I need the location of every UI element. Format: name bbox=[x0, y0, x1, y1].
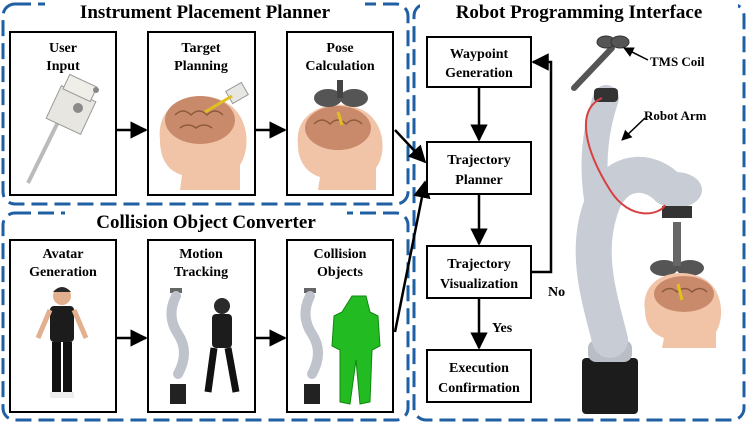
planner-label-1: Trajectory bbox=[447, 153, 510, 168]
user-input-label-1: User bbox=[49, 41, 77, 56]
avatar-generation-label-1: Avatar bbox=[43, 247, 84, 262]
collision-objects-label-1: Collision bbox=[314, 247, 367, 262]
head-coil-illustration bbox=[297, 80, 383, 190]
collision-mesh-illustration bbox=[300, 288, 381, 405]
planner-title: Instrument Placement Planner bbox=[80, 2, 331, 23]
user-input-box bbox=[9, 31, 117, 196]
execution-confirmation-box bbox=[426, 349, 532, 403]
waypoint-label-1: Waypoint bbox=[450, 47, 509, 62]
arrow-no-loop bbox=[531, 53, 553, 274]
user-input-label-2: Input bbox=[46, 59, 80, 74]
coil-pointer bbox=[623, 47, 649, 61]
instrument-illustration bbox=[26, 73, 99, 184]
pose-calculation-label-2: Calculation bbox=[305, 59, 374, 74]
robot-arm-illustration bbox=[571, 35, 722, 414]
arm-pointer bbox=[621, 117, 646, 141]
arrow-collision-to-planner bbox=[393, 180, 431, 333]
visualization-label-2: Visualization bbox=[440, 277, 518, 292]
head-target-illustration bbox=[159, 81, 249, 190]
execution-label-1: Execution bbox=[449, 361, 509, 376]
avatar-generation-label-2: Generation bbox=[29, 265, 97, 280]
execution-label-2: Confirmation bbox=[438, 381, 520, 396]
waypoint-generation-box bbox=[426, 36, 532, 88]
no-label: No bbox=[548, 285, 565, 300]
planner-label-2: Planner bbox=[455, 173, 502, 188]
avatar-illustration bbox=[35, 287, 89, 398]
waypoint-label-2: Generation bbox=[445, 66, 513, 81]
visualization-label-1: Trajectory bbox=[447, 257, 510, 272]
trajectory-planner-box bbox=[426, 141, 532, 195]
target-planning-label-1: Target bbox=[181, 41, 220, 56]
arm-person-illustration bbox=[166, 288, 240, 404]
arm-label: Robot Arm bbox=[644, 108, 707, 123]
coil-label: TMS Coil bbox=[650, 54, 705, 69]
pose-calculation-label-1: Pose bbox=[326, 41, 353, 56]
yes-label: Yes bbox=[492, 321, 513, 336]
target-planning-label-2: Planning bbox=[174, 59, 228, 74]
collision-objects-label-2: Objects bbox=[317, 265, 363, 280]
robot-title: Robot Programming Interface bbox=[456, 2, 703, 23]
motion-tracking-label-1: Motion bbox=[179, 247, 223, 262]
converter-title: Collision Object Converter bbox=[96, 212, 316, 233]
trajectory-visualization-box bbox=[426, 245, 532, 299]
arrow-pose-to-planner bbox=[394, 129, 427, 164]
motion-tracking-label-2: Tracking bbox=[174, 265, 228, 280]
